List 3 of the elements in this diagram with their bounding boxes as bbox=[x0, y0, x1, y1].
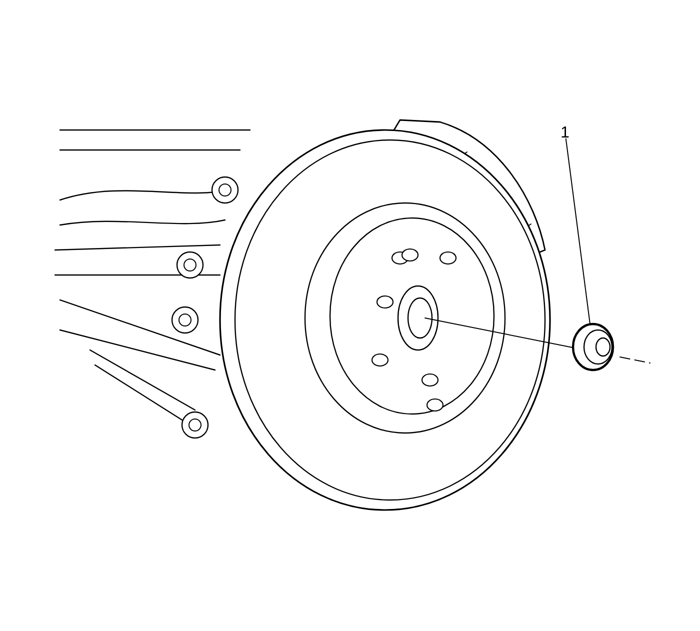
leader-line bbox=[565, 138, 591, 324]
nut-drawing bbox=[572, 322, 614, 372]
callout-number: 1 bbox=[562, 126, 569, 138]
